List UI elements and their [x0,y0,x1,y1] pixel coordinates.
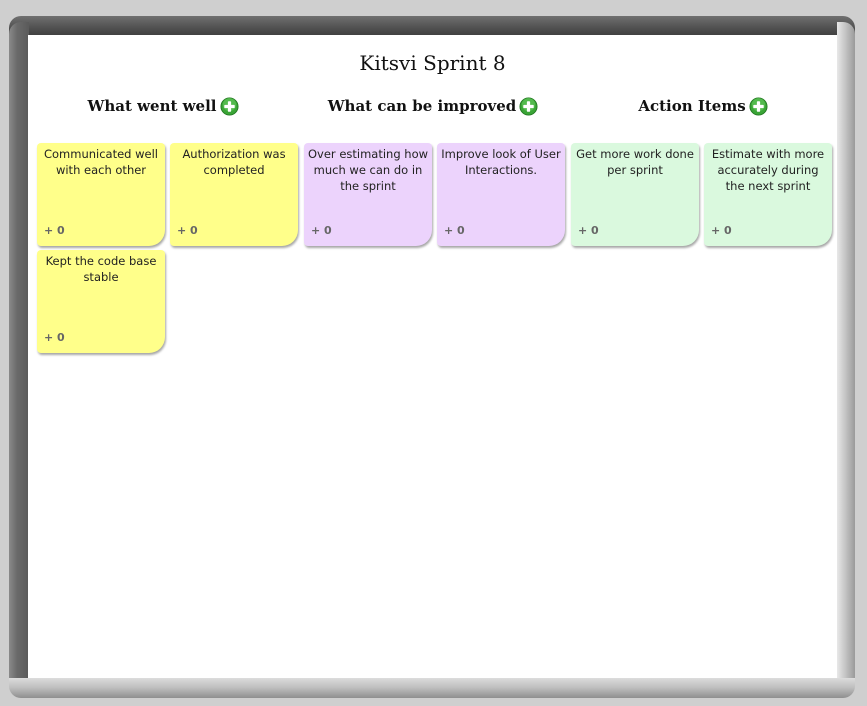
sticky-note[interactable]: Get more work done per sprint + 0 [571,143,699,246]
sticky-note[interactable]: Communicated well with each other + 0 [37,143,165,246]
note-text: Authorization was completed [182,147,286,177]
column-header-label: What can be improved [327,97,517,115]
whiteboard: Kitsvi Sprint 8 What went well What can … [28,35,837,678]
vote-count[interactable]: + 0 [578,224,599,237]
sticky-note[interactable]: Improve look of User Interactions. + 0 [437,143,565,246]
column-header-label: Action Items [638,97,746,115]
vote-count[interactable]: + 0 [311,224,332,237]
note-text: Kept the code base stable [45,254,157,284]
vote-count[interactable]: + 0 [444,224,465,237]
column-header-can-be-improved: What can be improved [298,94,568,118]
whiteboard-frame-right [837,22,855,694]
whiteboard-frame-left [9,22,29,694]
sticky-note[interactable]: Over estimating how much we can do in th… [304,143,432,246]
column-header-label: What went well [87,97,217,115]
note-text: Estimate with more accurately during the… [711,147,825,193]
board-title: Kitsvi Sprint 8 [359,51,506,75]
plus-circle-icon[interactable] [219,96,239,116]
note-text: Communicated well with each other [43,147,159,177]
vote-count[interactable]: + 0 [177,224,198,237]
plus-circle-icon[interactable] [519,96,538,116]
vote-count[interactable]: + 0 [44,331,65,344]
vote-count[interactable]: + 0 [44,224,65,237]
sticky-note[interactable]: Authorization was completed + 0 [170,143,298,246]
note-text: Improve look of User Interactions. [441,147,561,177]
sticky-note[interactable]: Kept the code base stable + 0 [37,250,165,353]
plus-circle-icon[interactable] [749,96,768,116]
column-header-went-well: What went well [28,94,298,118]
sticky-note[interactable]: Estimate with more accurately during the… [704,143,832,246]
whiteboard-frame-top [9,16,855,36]
note-text: Get more work done per sprint [576,147,694,177]
vote-count[interactable]: + 0 [711,224,732,237]
whiteboard-frame-bottom [9,678,855,698]
column-header-action-items: Action Items [568,94,838,118]
note-text: Over estimating how much we can do in th… [308,147,429,193]
